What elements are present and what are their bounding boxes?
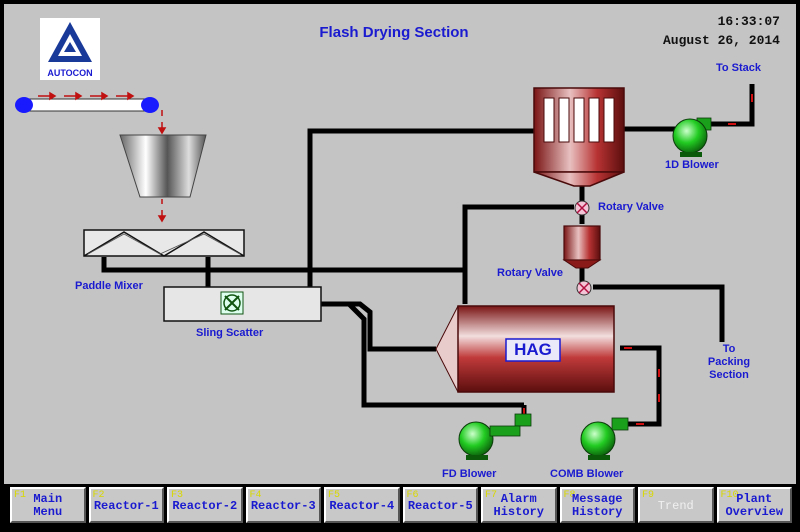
fkey-number: F8 xyxy=(563,490,576,501)
fkey-number: F5 xyxy=(328,490,341,501)
rotary-valve-label-top: Rotary Valve xyxy=(598,201,665,213)
process-diagram xyxy=(15,84,755,460)
fkey-label: Main Menu xyxy=(33,492,63,519)
rotary-valve-label-bottom: Rotary Valve xyxy=(497,267,564,279)
fkey-label: Plant Overview xyxy=(725,492,784,519)
rotary-valve-bottom xyxy=(576,280,592,296)
fkey-label: Reactor-5 xyxy=(407,498,473,513)
fd-blower-label: FD Blower xyxy=(442,468,497,480)
fd-blower xyxy=(458,413,532,460)
to-packing-label: To Packing Section xyxy=(707,343,751,381)
pipe-hag-to-comb-blower xyxy=(620,345,662,427)
fkey-number: F7 xyxy=(485,490,498,501)
fkey-number: F2 xyxy=(92,490,105,501)
autocon-logo: AUTOCON xyxy=(40,18,100,80)
pipe-scatter-to-cyclone xyxy=(307,128,534,291)
pipes xyxy=(101,84,755,427)
fkey-main-menu[interactable]: F1 Main Menu xyxy=(10,487,86,523)
fkey-label: Alarm History xyxy=(493,492,544,519)
pipe-scatter-to-hag-bottom xyxy=(347,302,524,408)
autocon-logo-icon xyxy=(48,22,92,62)
hag-label: HAG xyxy=(514,340,552,359)
fkey-number: F6 xyxy=(406,490,419,501)
fkey-label: Reactor-4 xyxy=(329,498,395,513)
logo-text: AUTOCON xyxy=(47,68,93,78)
1d-blower-label: 1D Blower xyxy=(665,159,719,171)
paddle-mixer xyxy=(83,229,245,257)
pipe-scatter-to-hag-top xyxy=(321,301,436,352)
conveyor-belt xyxy=(15,91,167,135)
rotary-valve-vessel xyxy=(562,225,602,269)
to-stack-label: To Stack xyxy=(716,62,762,74)
pipe-rotary-valve-loop xyxy=(462,204,574,272)
comb-blower xyxy=(580,417,629,460)
process-panel: AUTOCON Flash Drying Section 16:33:07 Au… xyxy=(4,4,796,484)
pipe-1d-blower-to-stack xyxy=(710,84,755,127)
1d-blower xyxy=(672,117,712,157)
fkey-label: Reactor-2 xyxy=(172,498,238,513)
clock-time: 16:33:07 xyxy=(717,14,780,29)
pipe-mixer-bottom-loop xyxy=(101,257,465,273)
paddle-mixer-label: Paddle Mixer xyxy=(75,280,143,292)
flow-markers xyxy=(523,94,753,425)
fkey-label: Reactor-1 xyxy=(93,498,159,513)
sling-scatter xyxy=(163,286,322,322)
feed-hopper xyxy=(119,134,207,223)
fkey-label: Trend xyxy=(657,498,694,513)
page-title: Flash Drying Section xyxy=(319,24,469,41)
hag-furnace xyxy=(435,305,615,393)
cyclone-separator xyxy=(533,87,625,187)
fkey-number: F10 xyxy=(720,490,739,501)
rotary-valve-top xyxy=(574,200,590,216)
fkey-number: F9 xyxy=(642,490,655,501)
comb-blower-label: COMB Blower xyxy=(550,468,624,480)
fkey-number: F1 xyxy=(14,490,27,501)
sling-scatter-label: Sling Scatter xyxy=(196,327,264,339)
fkey-number: F4 xyxy=(249,490,262,501)
fkey-number: F3 xyxy=(171,490,184,501)
fkey-label: Message History xyxy=(572,492,623,519)
fkey-label: Reactor-3 xyxy=(250,498,316,513)
clock-date: August 26, 2014 xyxy=(662,33,780,48)
pipe-rotary-valve-to-packing xyxy=(593,284,725,342)
